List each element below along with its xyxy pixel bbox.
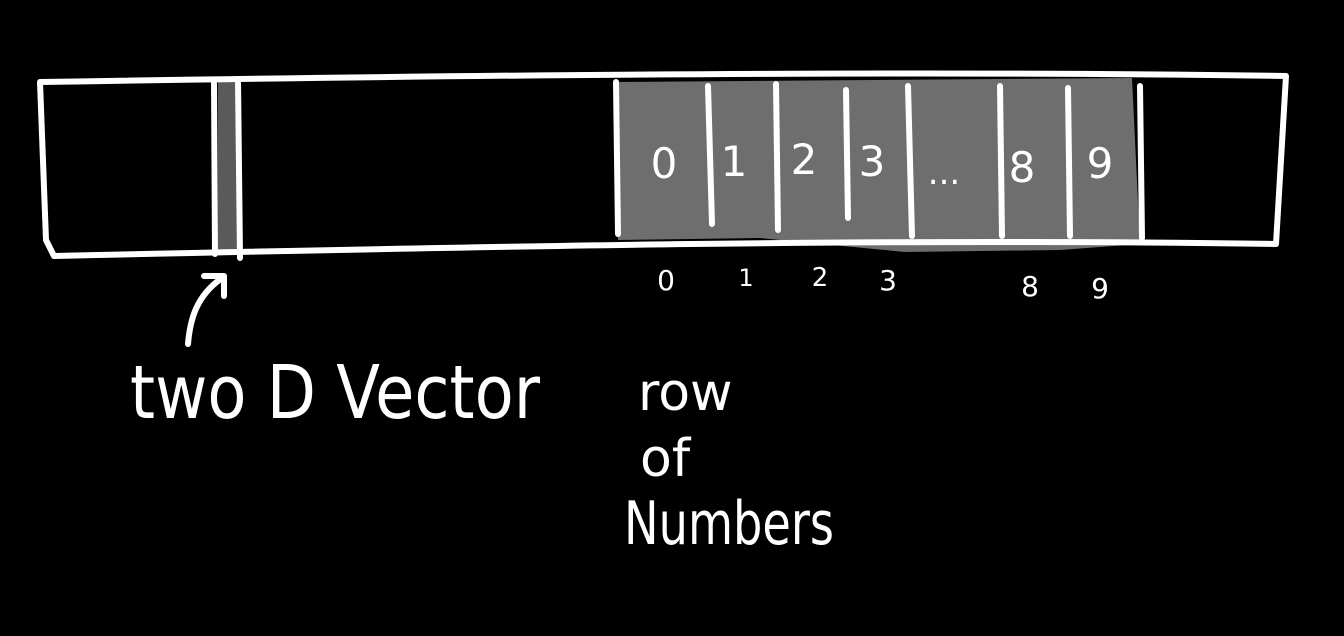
row-highlight — [614, 78, 1140, 252]
pointer-label: two D Vector — [130, 350, 540, 436]
cell-value: 8 — [1009, 143, 1036, 192]
row-divider — [997, 83, 1005, 239]
index-label: 2 — [812, 263, 829, 293]
row-divider — [705, 83, 715, 227]
cell-value: 1 — [721, 137, 748, 186]
cell-value: 9 — [1087, 139, 1114, 188]
row-label-line3: Numbers — [624, 489, 834, 559]
cell-value: 2 — [791, 135, 818, 184]
row-divider — [773, 81, 781, 233]
index-label: 1 — [738, 264, 753, 292]
row-divider — [613, 79, 621, 237]
row-label-line2: of — [640, 429, 692, 489]
row-divider — [1065, 85, 1073, 239]
cell-value: 3 — [859, 137, 886, 186]
index-label: 8 — [1021, 270, 1039, 303]
row-label-line1: row — [638, 363, 733, 423]
row-divider — [905, 83, 915, 239]
row-divider — [1137, 83, 1145, 241]
vector-slot-left — [211, 77, 218, 257]
vector-slot-right — [235, 77, 243, 261]
vector-slot-highlight — [218, 80, 240, 250]
memory-strip — [37, 70, 1289, 259]
row-divider — [843, 87, 851, 221]
index-label: 9 — [1091, 272, 1109, 305]
cell-value: 0 — [651, 139, 678, 188]
cell-value: ... — [928, 153, 960, 193]
pointer-arrow — [185, 275, 225, 347]
index-label: 3 — [879, 264, 897, 297]
index-label: 0 — [657, 264, 675, 297]
arrow-head-icon — [201, 273, 227, 299]
